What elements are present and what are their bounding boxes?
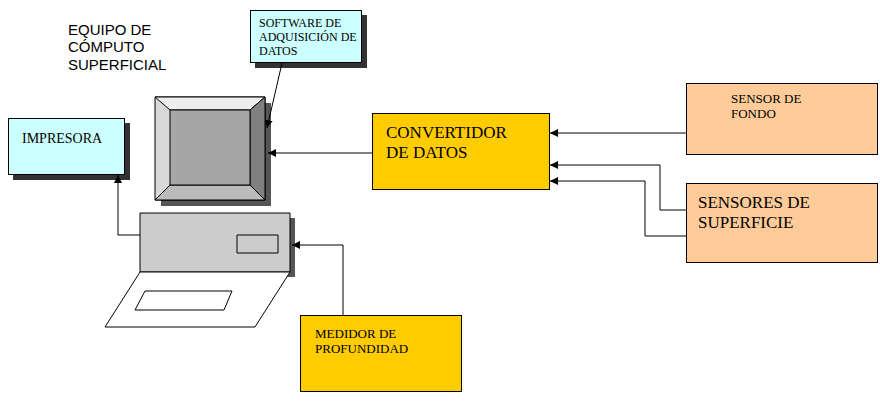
sensor-box: SENSOR DE FONDO — [686, 83, 878, 155]
node-label: IMPRESORA — [22, 131, 122, 147]
monitor-bevel — [155, 97, 265, 110]
connector-arrow — [118, 175, 140, 235]
keyboard-keys — [135, 291, 232, 310]
connector-arrow — [550, 165, 686, 210]
connector-arrow — [550, 181, 686, 236]
printer-box: IMPRESORA — [8, 118, 125, 175]
sensor-box: SENSORES DE SUPERFICIE — [686, 183, 878, 263]
node-label: CONVERTIDOR DE DATOS — [386, 123, 516, 162]
system-unit — [140, 213, 290, 272]
node-label: EQUIPO DE CÓMPUTO SUPERFICIAL — [68, 21, 168, 73]
monitor-screen — [170, 110, 250, 185]
computer-illustration — [100, 95, 295, 330]
connector-arrow — [292, 245, 343, 315]
depth-meter-box: MEDIDOR DE PROFUNDIDAD — [300, 315, 462, 392]
drive-slot — [237, 235, 278, 253]
node-label: SENSOR DE FONDO — [731, 92, 841, 122]
node-label: SOFTWARE DE ADQUISICIÓN DE DATOS — [259, 17, 359, 58]
monitor-bevel — [250, 97, 265, 200]
monitor-bevel — [155, 185, 265, 200]
computer-illustration: EQUIPO DE CÓMPUTO SUPERFICIAL — [100, 95, 295, 330]
keyboard — [105, 272, 290, 327]
node-label: MEDIDOR DE PROFUNDIDAD — [315, 327, 440, 357]
connector-arrow — [268, 153, 372, 154]
converter-box: CONVERTIDOR DE DATOS — [372, 113, 550, 190]
software-box: SOFTWARE DE ADQUISICIÓN DE DATOS — [250, 10, 362, 63]
node-label: SENSORES DE SUPERFICIE — [698, 193, 848, 232]
connector-arrow — [267, 63, 282, 128]
connector-arrow — [550, 133, 686, 134]
monitor-frame — [155, 97, 265, 200]
